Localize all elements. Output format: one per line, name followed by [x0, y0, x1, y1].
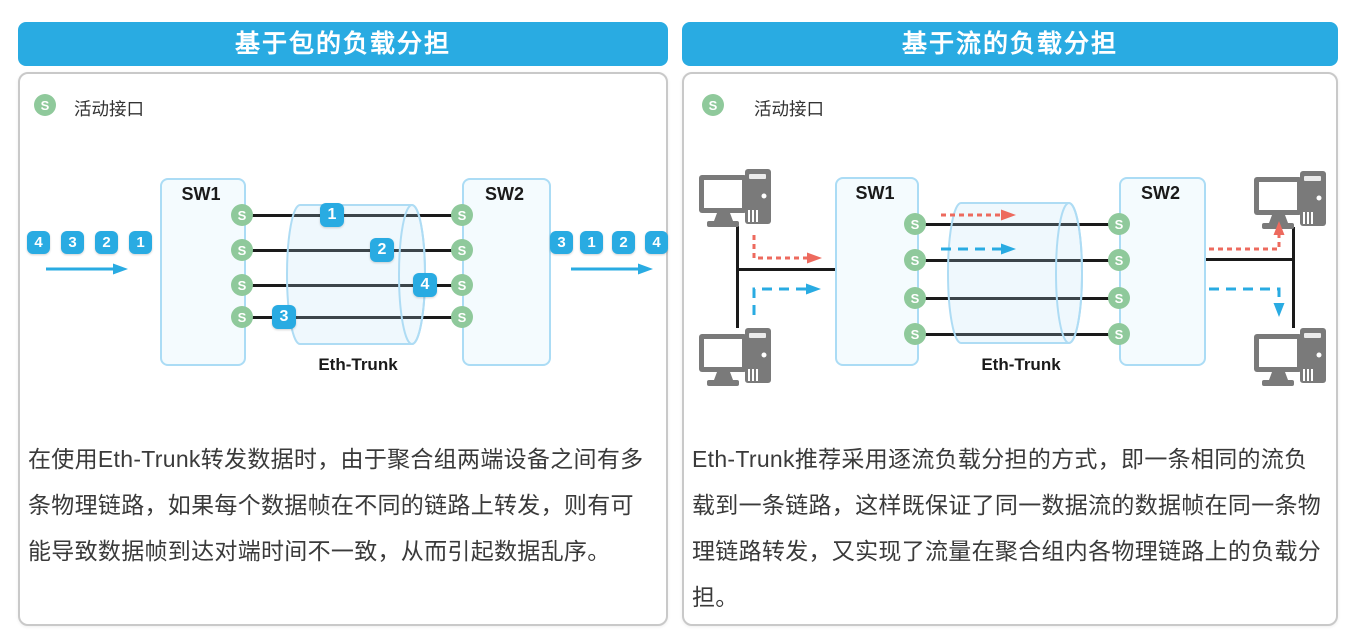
packet-badge-on-link: 2 — [370, 238, 394, 262]
desktop-computer-icon — [699, 169, 771, 227]
lan-wire — [737, 268, 836, 271]
red-flow-arrow-icon — [752, 235, 822, 264]
trunk-link — [915, 333, 1119, 336]
panel-body-packet-based: S 活动接口 4 3 2 1 SW1 — [18, 72, 668, 626]
switch-sw1-label: SW1 — [181, 184, 221, 204]
active-interface-icon: S — [231, 274, 253, 296]
desktop-computer-icon — [1254, 328, 1326, 386]
panel-description: Eth-Trunk推荐采用逐流负载分担的方式，即一条相同的流负载到一条链路，这样… — [692, 446, 1322, 610]
blue-flow-arrow-icon — [941, 243, 1016, 255]
desktop-computer-icon — [1254, 171, 1326, 229]
packet-badge: 2 — [612, 231, 635, 254]
panel-header-flow-based: 基于流的负载分担 — [682, 22, 1338, 66]
desktop-computer-icon — [699, 328, 771, 386]
packet-badge-on-link: 4 — [413, 273, 437, 297]
packet-badge: 4 — [27, 231, 50, 254]
active-interface-icon: S — [904, 213, 926, 235]
eth-trunk-label: Eth-Trunk — [981, 355, 1061, 374]
trunk-link — [242, 249, 462, 252]
eth-trunk-label: Eth-Trunk — [318, 355, 398, 374]
active-interface-icon: S — [451, 239, 473, 261]
panel-packet-based: 基于包的负载分担 S 活动接口 4 3 2 1 SW1 — [18, 22, 668, 626]
red-flow-arrow-icon — [941, 209, 1016, 221]
active-interface-icon: S — [231, 204, 253, 226]
active-interface-icon: S — [1108, 249, 1130, 271]
lan-wire — [1202, 258, 1295, 261]
active-interface-icon: S — [231, 306, 253, 328]
active-interface-icon: S — [702, 94, 724, 116]
trunk-link — [915, 259, 1119, 262]
panel-header-packet-based: 基于包的负载分担 — [18, 22, 668, 66]
switch-sw2-label: SW2 — [1140, 183, 1180, 203]
trunk-link — [915, 223, 1119, 226]
active-interface-icon: S — [904, 249, 926, 271]
switch-sw2 — [1119, 177, 1206, 366]
legend-label: 活动接口 — [754, 99, 824, 119]
active-interface-icon: S — [904, 287, 926, 309]
panel-body-flow-based: S 活动接口 — [682, 72, 1338, 626]
active-interface-icon: S — [1108, 287, 1130, 309]
packet-badge: 2 — [95, 231, 118, 254]
active-interface-icon: S — [451, 306, 473, 328]
switch-sw2 — [462, 178, 551, 366]
packet-badge: 3 — [61, 231, 84, 254]
packet-badge: 3 — [550, 231, 573, 254]
trunk-link — [242, 316, 462, 319]
trunk-link — [915, 297, 1119, 300]
red-flow-arrow-icon — [1209, 221, 1285, 251]
blue-flow-arrow-icon — [752, 283, 821, 315]
panel-description: 在使用Eth-Trunk转发数据时，由于聚合组两端设备之间有多条物理链路，如果每… — [28, 446, 644, 564]
packet-badge: 1 — [129, 231, 152, 254]
active-interface-icon: S — [1108, 323, 1130, 345]
blue-flow-arrow-icon — [1209, 287, 1285, 317]
packet-badge-on-link: 3 — [272, 305, 296, 329]
active-interface-icon: S — [231, 239, 253, 261]
packet-badge-on-link: 1 — [320, 203, 344, 227]
switch-sw2-label: SW2 — [484, 184, 524, 204]
flow-direction-arrow-icon — [571, 263, 653, 275]
switch-sw1 — [160, 178, 246, 366]
flow-direction-arrow-icon — [46, 263, 128, 275]
active-interface-icon: S — [1108, 213, 1130, 235]
eth-trunk-cylinder-icon — [947, 202, 1083, 344]
packet-badge: 1 — [580, 231, 603, 254]
legend-label: 活动接口 — [74, 99, 144, 119]
active-interface-icon: S — [904, 323, 926, 345]
active-interface-icon: S — [34, 94, 56, 116]
panel-flow-based: 基于流的负载分担 S 活动接口 — [682, 22, 1338, 626]
trunk-link — [242, 284, 462, 287]
lan-wire — [736, 226, 739, 328]
eth-trunk-cylinder-icon — [286, 204, 426, 345]
lan-wire — [1292, 227, 1295, 328]
packet-badge: 4 — [645, 231, 668, 254]
active-interface-icon: S — [451, 274, 473, 296]
switch-sw1-label: SW1 — [855, 183, 895, 203]
trunk-link — [242, 214, 462, 217]
active-interface-icon: S — [451, 204, 473, 226]
